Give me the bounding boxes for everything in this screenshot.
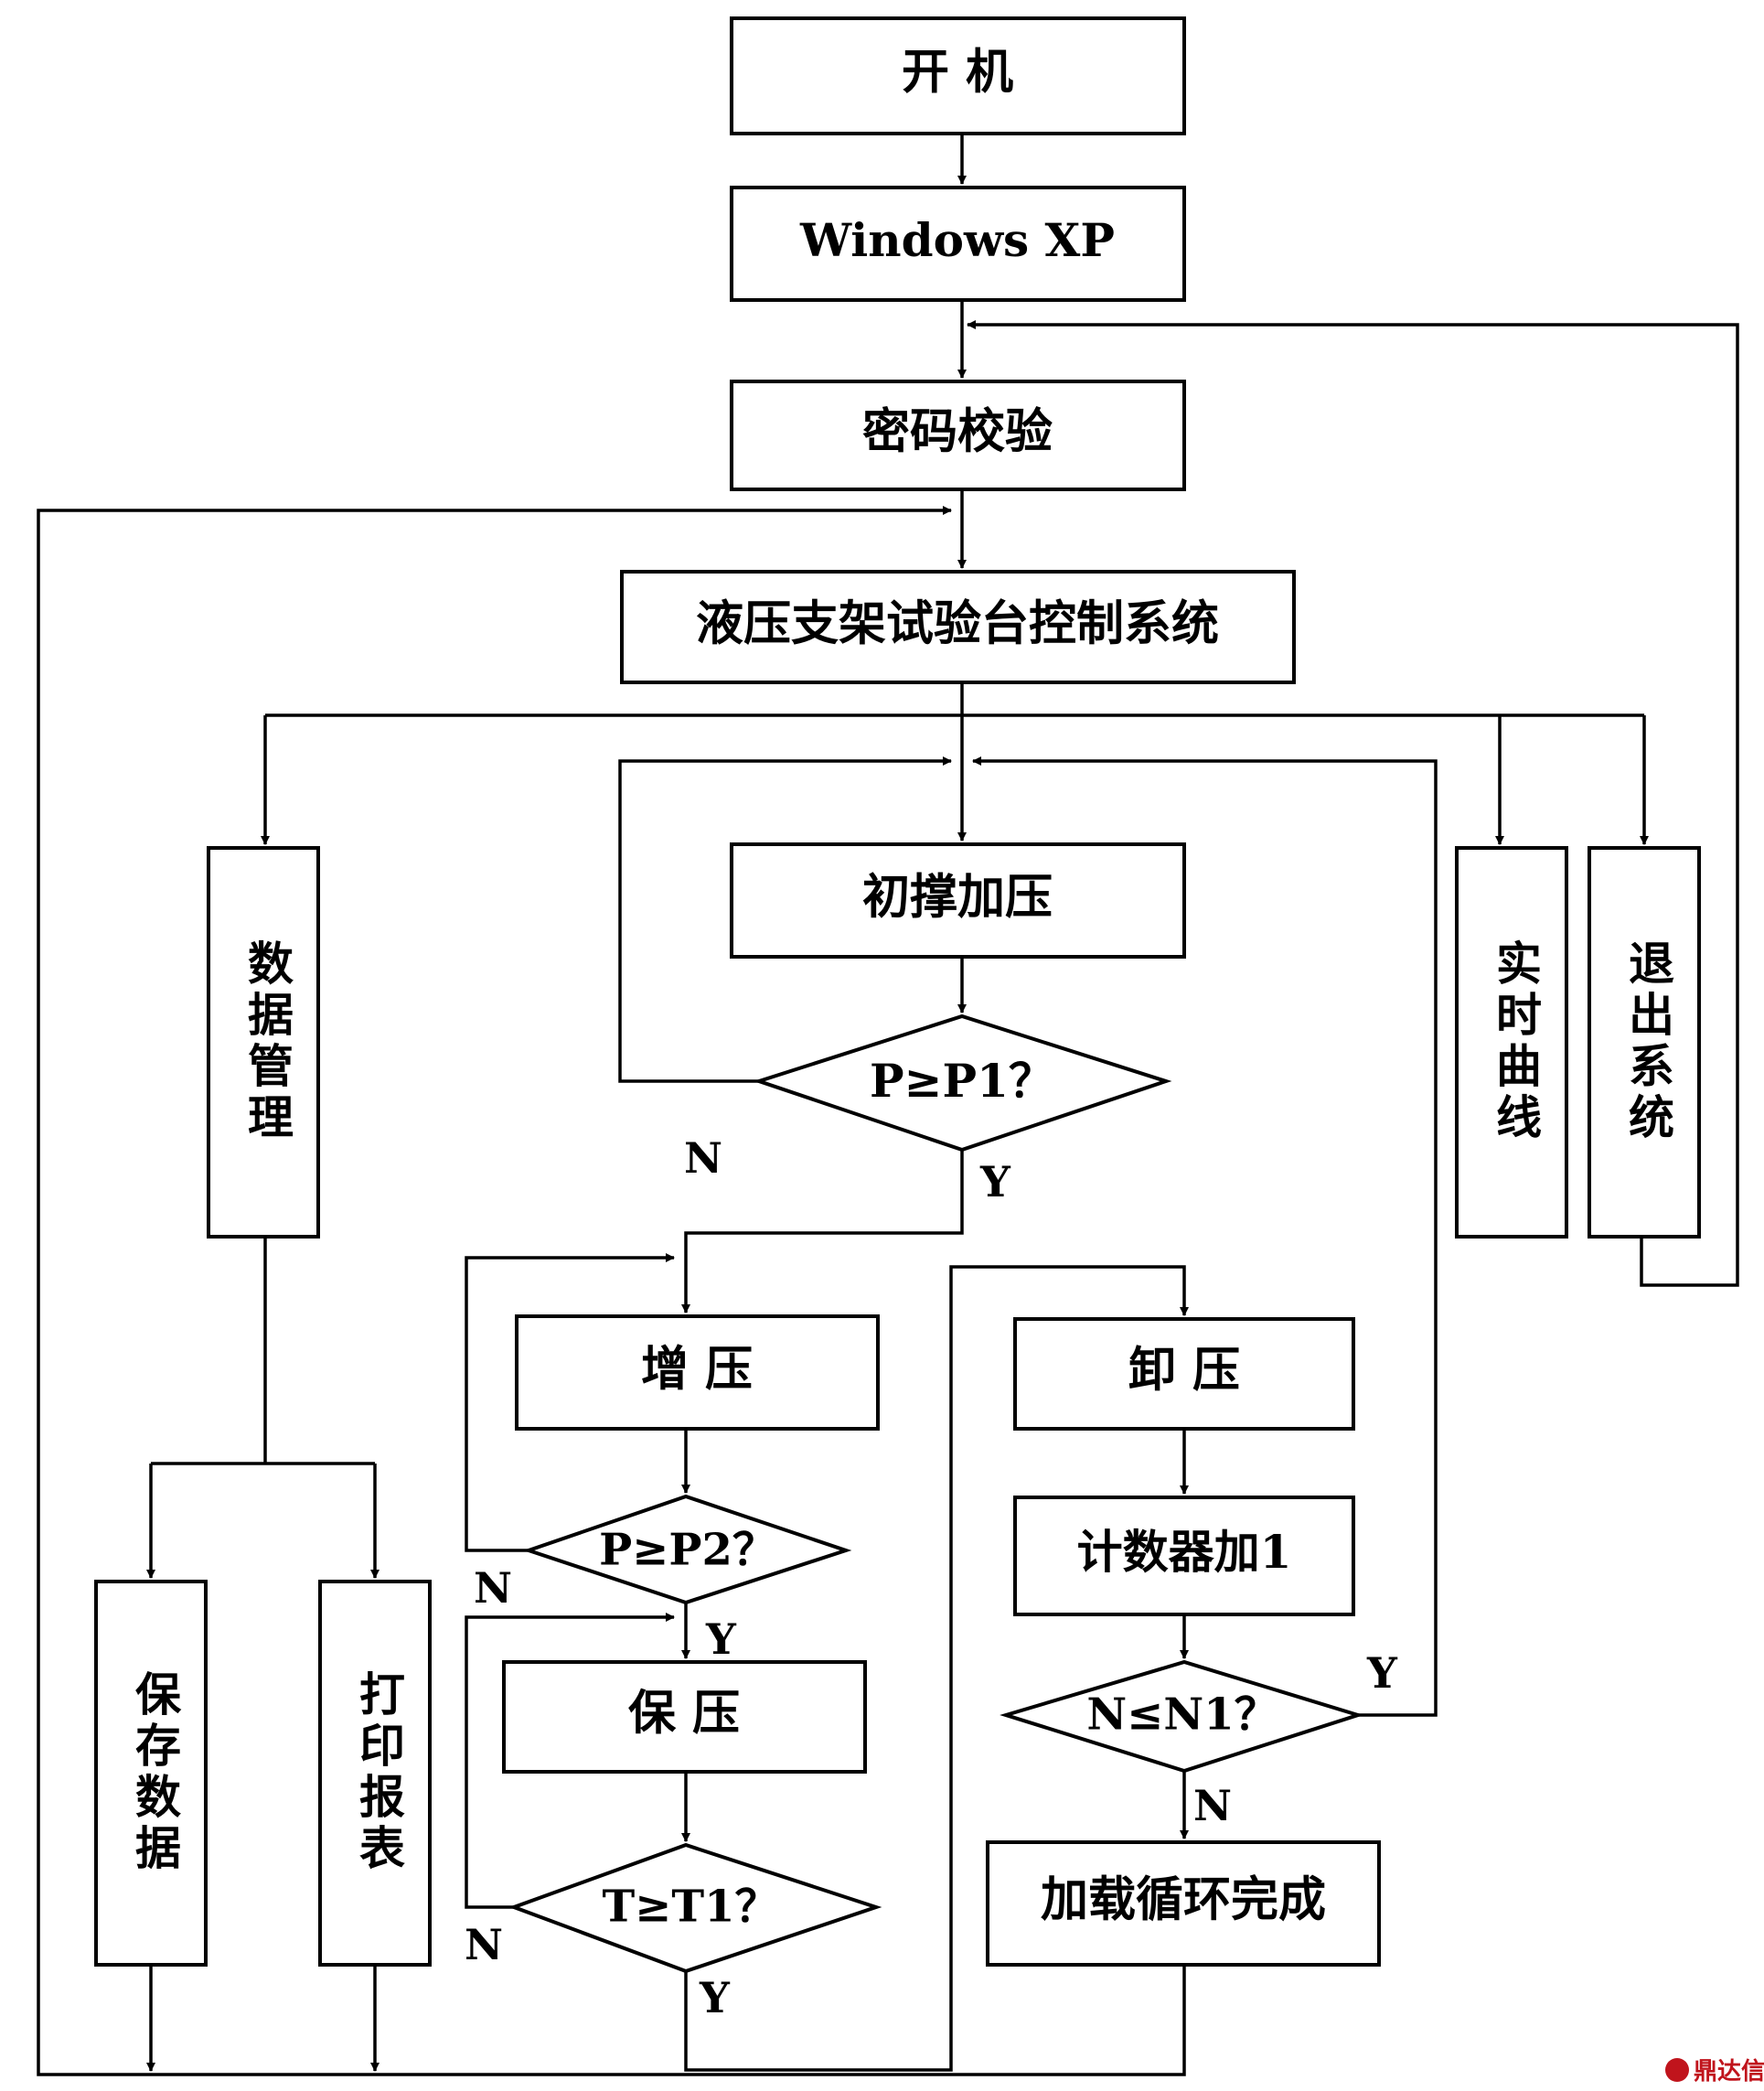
label-p2-no: N bbox=[474, 1563, 512, 1613]
node-save-data: 保存数据 bbox=[94, 1580, 208, 1967]
node-power-on-label: 开 机 bbox=[902, 45, 1013, 101]
label-p2-yes: Y bbox=[705, 1614, 737, 1664]
node-check-n1: N≤N1？ bbox=[1000, 1659, 1364, 1774]
label-t1-no: N bbox=[465, 1920, 503, 1969]
node-data-mgmt-label: 数据管理 bbox=[241, 939, 294, 1144]
node-password-label: 密码校验 bbox=[862, 404, 1053, 460]
node-password: 密码校验 bbox=[730, 380, 1186, 491]
node-print-report-label: 打印报表 bbox=[352, 1670, 406, 1875]
node-cycle-done-label: 加载循环完成 bbox=[1041, 1872, 1326, 1928]
branch-labels: N Y N Y N Y Y N bbox=[465, 1133, 1398, 2022]
arrow-p1-no-loop bbox=[618, 756, 952, 1083]
connectors bbox=[37, 134, 1739, 2076]
label-n1-no: N bbox=[1193, 1781, 1232, 1830]
node-exit-system: 退出系统 bbox=[1588, 846, 1701, 1239]
node-counter: 计数器加1 bbox=[1013, 1496, 1355, 1616]
node-check-t1-label: T≥T1？ bbox=[602, 1882, 778, 1933]
node-boost: 增 压 bbox=[515, 1314, 880, 1431]
node-unload: 卸 压 bbox=[1013, 1317, 1355, 1431]
node-boost-label: 增 压 bbox=[641, 1342, 753, 1398]
arrow-exit-to-password bbox=[967, 320, 1739, 1287]
node-power-on: 开 机 bbox=[730, 16, 1186, 135]
node-print-report: 打印报表 bbox=[318, 1580, 432, 1967]
node-windows-label: Windows XP bbox=[799, 213, 1115, 267]
node-realtime-curve-label: 实时曲线 bbox=[1489, 939, 1543, 1144]
node-check-p1-label: P≥P1？ bbox=[870, 1054, 1054, 1108]
watermark-logo bbox=[1665, 2058, 1689, 2082]
watermark: 鼎达信 bbox=[1665, 2058, 1764, 2086]
node-hold: 保 压 bbox=[502, 1660, 867, 1774]
node-initial-pressure-label: 初撑加压 bbox=[862, 870, 1053, 926]
node-unload-label: 卸 压 bbox=[1128, 1343, 1240, 1399]
label-p1-no: N bbox=[684, 1133, 722, 1183]
label-n1-yes: Y bbox=[1366, 1648, 1398, 1698]
label-t1-yes: Y bbox=[699, 1973, 731, 2022]
arrow-p2-no-loop bbox=[465, 1253, 675, 1552]
arrow-t1-no-loop bbox=[465, 1613, 675, 1909]
node-check-t1: T≥T1？ bbox=[508, 1842, 882, 1974]
watermark-text: 鼎达信 bbox=[1694, 2058, 1764, 2086]
node-cycle-done: 加载循环完成 bbox=[986, 1840, 1381, 1967]
label-p1-yes: Y bbox=[979, 1157, 1011, 1206]
arrow-return-to-control bbox=[37, 506, 1186, 2076]
node-initial-pressure: 初撑加压 bbox=[730, 842, 1186, 959]
node-hold-label: 保 压 bbox=[628, 1686, 740, 1742]
arrow-n1-yes-loop bbox=[972, 756, 1438, 1717]
node-save-data-label: 保存数据 bbox=[128, 1670, 182, 1875]
node-control-system: 液压支架试验台控制系统 bbox=[620, 570, 1296, 684]
node-check-p2-label: P≥P2？ bbox=[599, 1525, 776, 1576]
node-data-mgmt: 数据管理 bbox=[207, 846, 320, 1239]
node-check-p2: P≥P2？ bbox=[522, 1494, 852, 1605]
node-exit-system-label: 退出系统 bbox=[1621, 939, 1675, 1144]
arrow-t1-yes-to-unload bbox=[684, 1265, 1189, 2072]
node-control-system-label: 液压支架试验台控制系统 bbox=[696, 596, 1219, 652]
node-realtime-curve: 实时曲线 bbox=[1455, 846, 1568, 1239]
node-check-n1-label: N≤N1？ bbox=[1086, 1689, 1278, 1741]
node-windows: Windows XP bbox=[730, 186, 1186, 302]
node-check-p1: P≥P1？ bbox=[753, 1013, 1172, 1153]
arrow-p1-yes-to-boost bbox=[681, 1150, 964, 1314]
node-counter-label: 计数器加1 bbox=[1077, 1525, 1292, 1579]
